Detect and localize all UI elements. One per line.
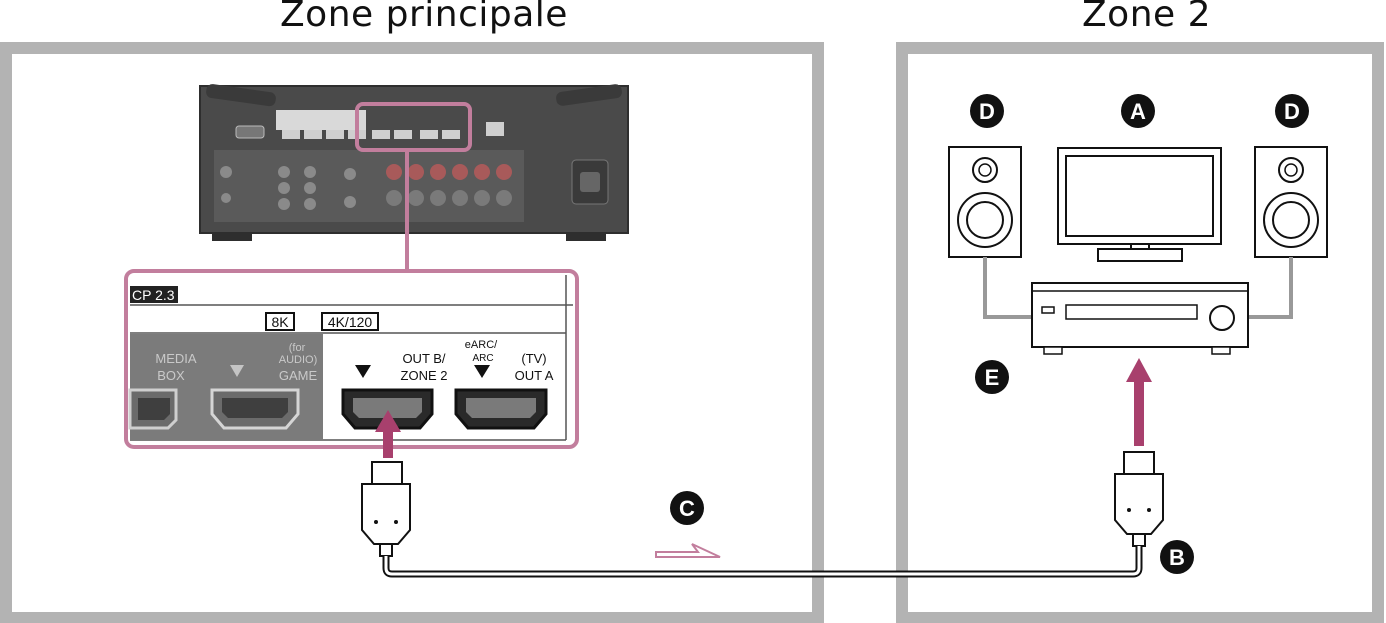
main-zone-frame [0, 42, 824, 623]
callout-b: B [1160, 540, 1194, 574]
out-b-line2: ZONE 2 [401, 368, 448, 383]
left-speaker-icon [948, 146, 1022, 258]
main-receiver-rear [199, 84, 629, 241]
zone2-title: Zone 2 [1082, 0, 1211, 35]
zone2-amplifier-icon [1031, 282, 1249, 355]
game-line1: (for [289, 342, 306, 354]
main-zone-title: Zone principale [280, 0, 568, 35]
tv-line1: (TV) [521, 351, 546, 366]
right-speaker-wire [1248, 257, 1293, 319]
hdmi-cable [361, 451, 1164, 578]
tv-line2: OUT A [515, 368, 554, 383]
zoomed-hdmi-panel [124, 269, 579, 449]
svg-text:E: E [985, 365, 1000, 390]
connect-arrow-left [375, 410, 401, 458]
out-b-line1: OUT B/ [402, 351, 445, 366]
svg-text:A: A [1130, 99, 1146, 124]
game-line3: GAME [279, 368, 318, 383]
callout-d-right: D [1275, 94, 1309, 128]
signal-direction-arrow [655, 543, 721, 558]
earc-line1: eARC/ [465, 339, 498, 351]
connect-arrow-right [1126, 358, 1152, 446]
svg-text:B: B [1169, 545, 1185, 570]
svg-text:D: D [1284, 99, 1300, 124]
zone2-frame [896, 42, 1384, 623]
hdcp-label: CP 2.3 [132, 287, 175, 303]
badge-4k120: 4K/120 [328, 314, 373, 330]
right-speaker-icon [1254, 146, 1328, 258]
game-line2: AUDIO) [279, 354, 318, 366]
earc-line2: ARC [472, 353, 493, 364]
callout-c: C [670, 491, 704, 525]
badge-8k: 8K [271, 314, 289, 330]
callout-d-left: D [970, 94, 1004, 128]
left-speaker-wire [983, 257, 1032, 319]
tv-icon [1057, 147, 1222, 262]
hdmi-highlight-box [355, 102, 472, 152]
svg-text:C: C [679, 496, 695, 521]
svg-text:D: D [979, 99, 995, 124]
media-box-line1: MEDIA [155, 351, 197, 366]
media-box-line2: BOX [157, 368, 185, 383]
callout-e: E [975, 360, 1009, 394]
callout-a: A [1121, 94, 1155, 128]
